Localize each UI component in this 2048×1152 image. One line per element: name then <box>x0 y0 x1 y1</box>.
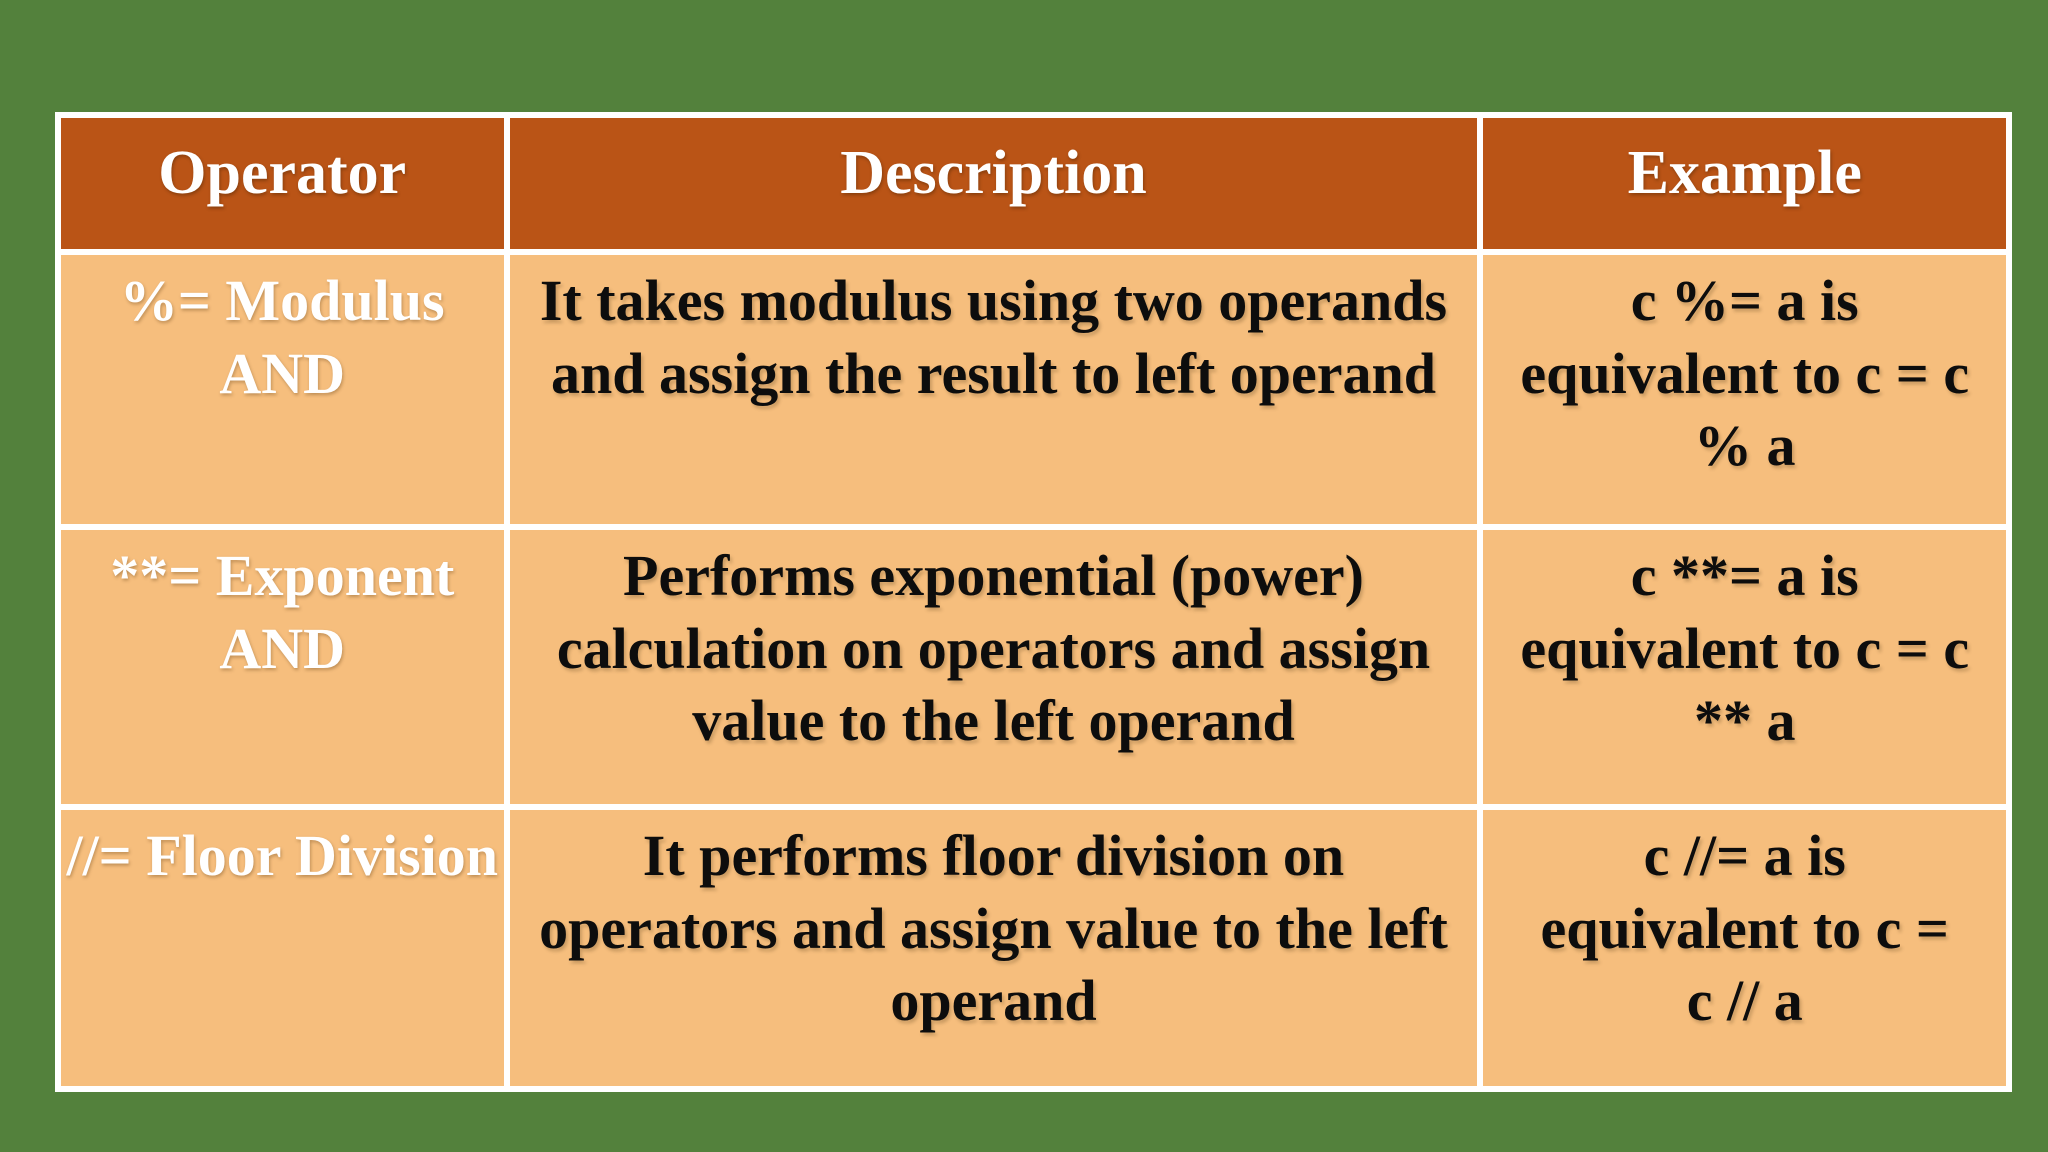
row2-example-cell: c **= a is equivalent to c = c ** a <box>1483 530 2006 804</box>
operators-table: Operator Description Example %= Modulus … <box>55 112 2012 1092</box>
row3-description-cell: It performs floor division on operators … <box>509 810 1478 1086</box>
row3-operator-cell: //= Floor Division <box>61 810 504 1086</box>
row1-operator-cell: %= Modulus AND <box>61 255 504 524</box>
row1-description-cell: It takes modulus using two operands and … <box>509 255 1478 524</box>
header-cell-example: Example <box>1483 118 2006 249</box>
row2-description-cell: Performs exponential (power) calculation… <box>509 530 1478 804</box>
row2-operator-cell: **= Exponent AND <box>61 530 504 804</box>
row1-example-cell: c %= a is equivalent to c = c % a <box>1483 255 2006 524</box>
row3-example-cell: c //= a is equivalent to c = c // a <box>1483 810 2006 1086</box>
header-cell-description: Description <box>509 118 1478 249</box>
header-cell-operator: Operator <box>61 118 504 249</box>
